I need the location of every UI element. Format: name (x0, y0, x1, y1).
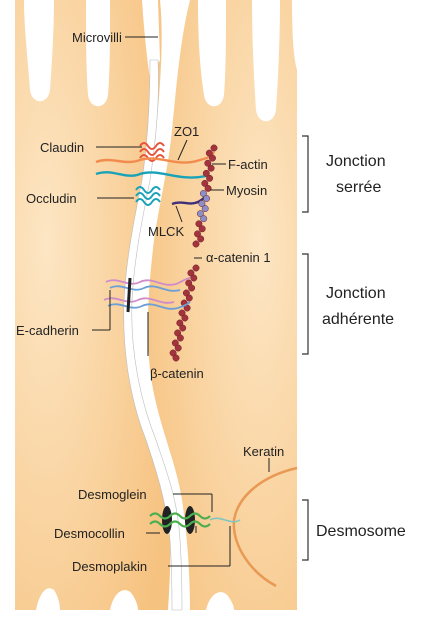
label-e-cadherin: E-cadherin (16, 323, 79, 338)
actin-bead (193, 265, 199, 271)
actin-bead (173, 355, 179, 361)
actin-bead (175, 345, 181, 351)
actin-bead (188, 285, 194, 291)
label-mlck: MLCK (148, 224, 184, 239)
label-desmoglein: Desmoglein (78, 487, 147, 502)
label-keratin: Keratin (243, 444, 284, 459)
actin-bead (209, 155, 215, 161)
actin-bead (206, 175, 212, 181)
actin-bead (191, 275, 197, 281)
group-adherens-line1: Jonction (326, 285, 386, 302)
label-alpha-catenin: α-catenin 1 (206, 250, 271, 265)
actin-bead (211, 145, 217, 151)
actin-bead (208, 165, 214, 171)
group-tight-line2: serrée (336, 179, 381, 196)
group-desmosome: Desmosome (316, 523, 406, 540)
label-microvilli: Microvilli (72, 30, 122, 45)
actin-bead (180, 325, 186, 331)
actin-bead (177, 335, 183, 341)
actin-bead (202, 205, 208, 211)
actin-bead (203, 195, 209, 201)
beta-catenin-mark (128, 278, 130, 312)
group-brackets (302, 136, 308, 560)
label-f-actin: F-actin (228, 157, 268, 172)
label-occludin: Occludin (26, 191, 77, 206)
label-claudin: Claudin (40, 140, 84, 155)
group-tight-line1: Jonction (326, 153, 386, 170)
actin-bead (201, 216, 207, 222)
label-beta-catenin: β-catenin (150, 366, 204, 381)
label-zo1: ZO1 (174, 124, 199, 139)
actin-bead (199, 226, 205, 232)
actin-bead (182, 315, 188, 321)
label-myosin: Myosin (226, 183, 267, 198)
group-adherens-line2: adhérente (322, 311, 394, 328)
label-desmoplakin: Desmoplakin (72, 559, 147, 574)
actin-bead (198, 236, 204, 242)
actin-bead (193, 241, 199, 247)
actin-bead (205, 185, 211, 191)
actin-bead (186, 295, 192, 301)
label-desmocollin: Desmocollin (54, 526, 125, 541)
